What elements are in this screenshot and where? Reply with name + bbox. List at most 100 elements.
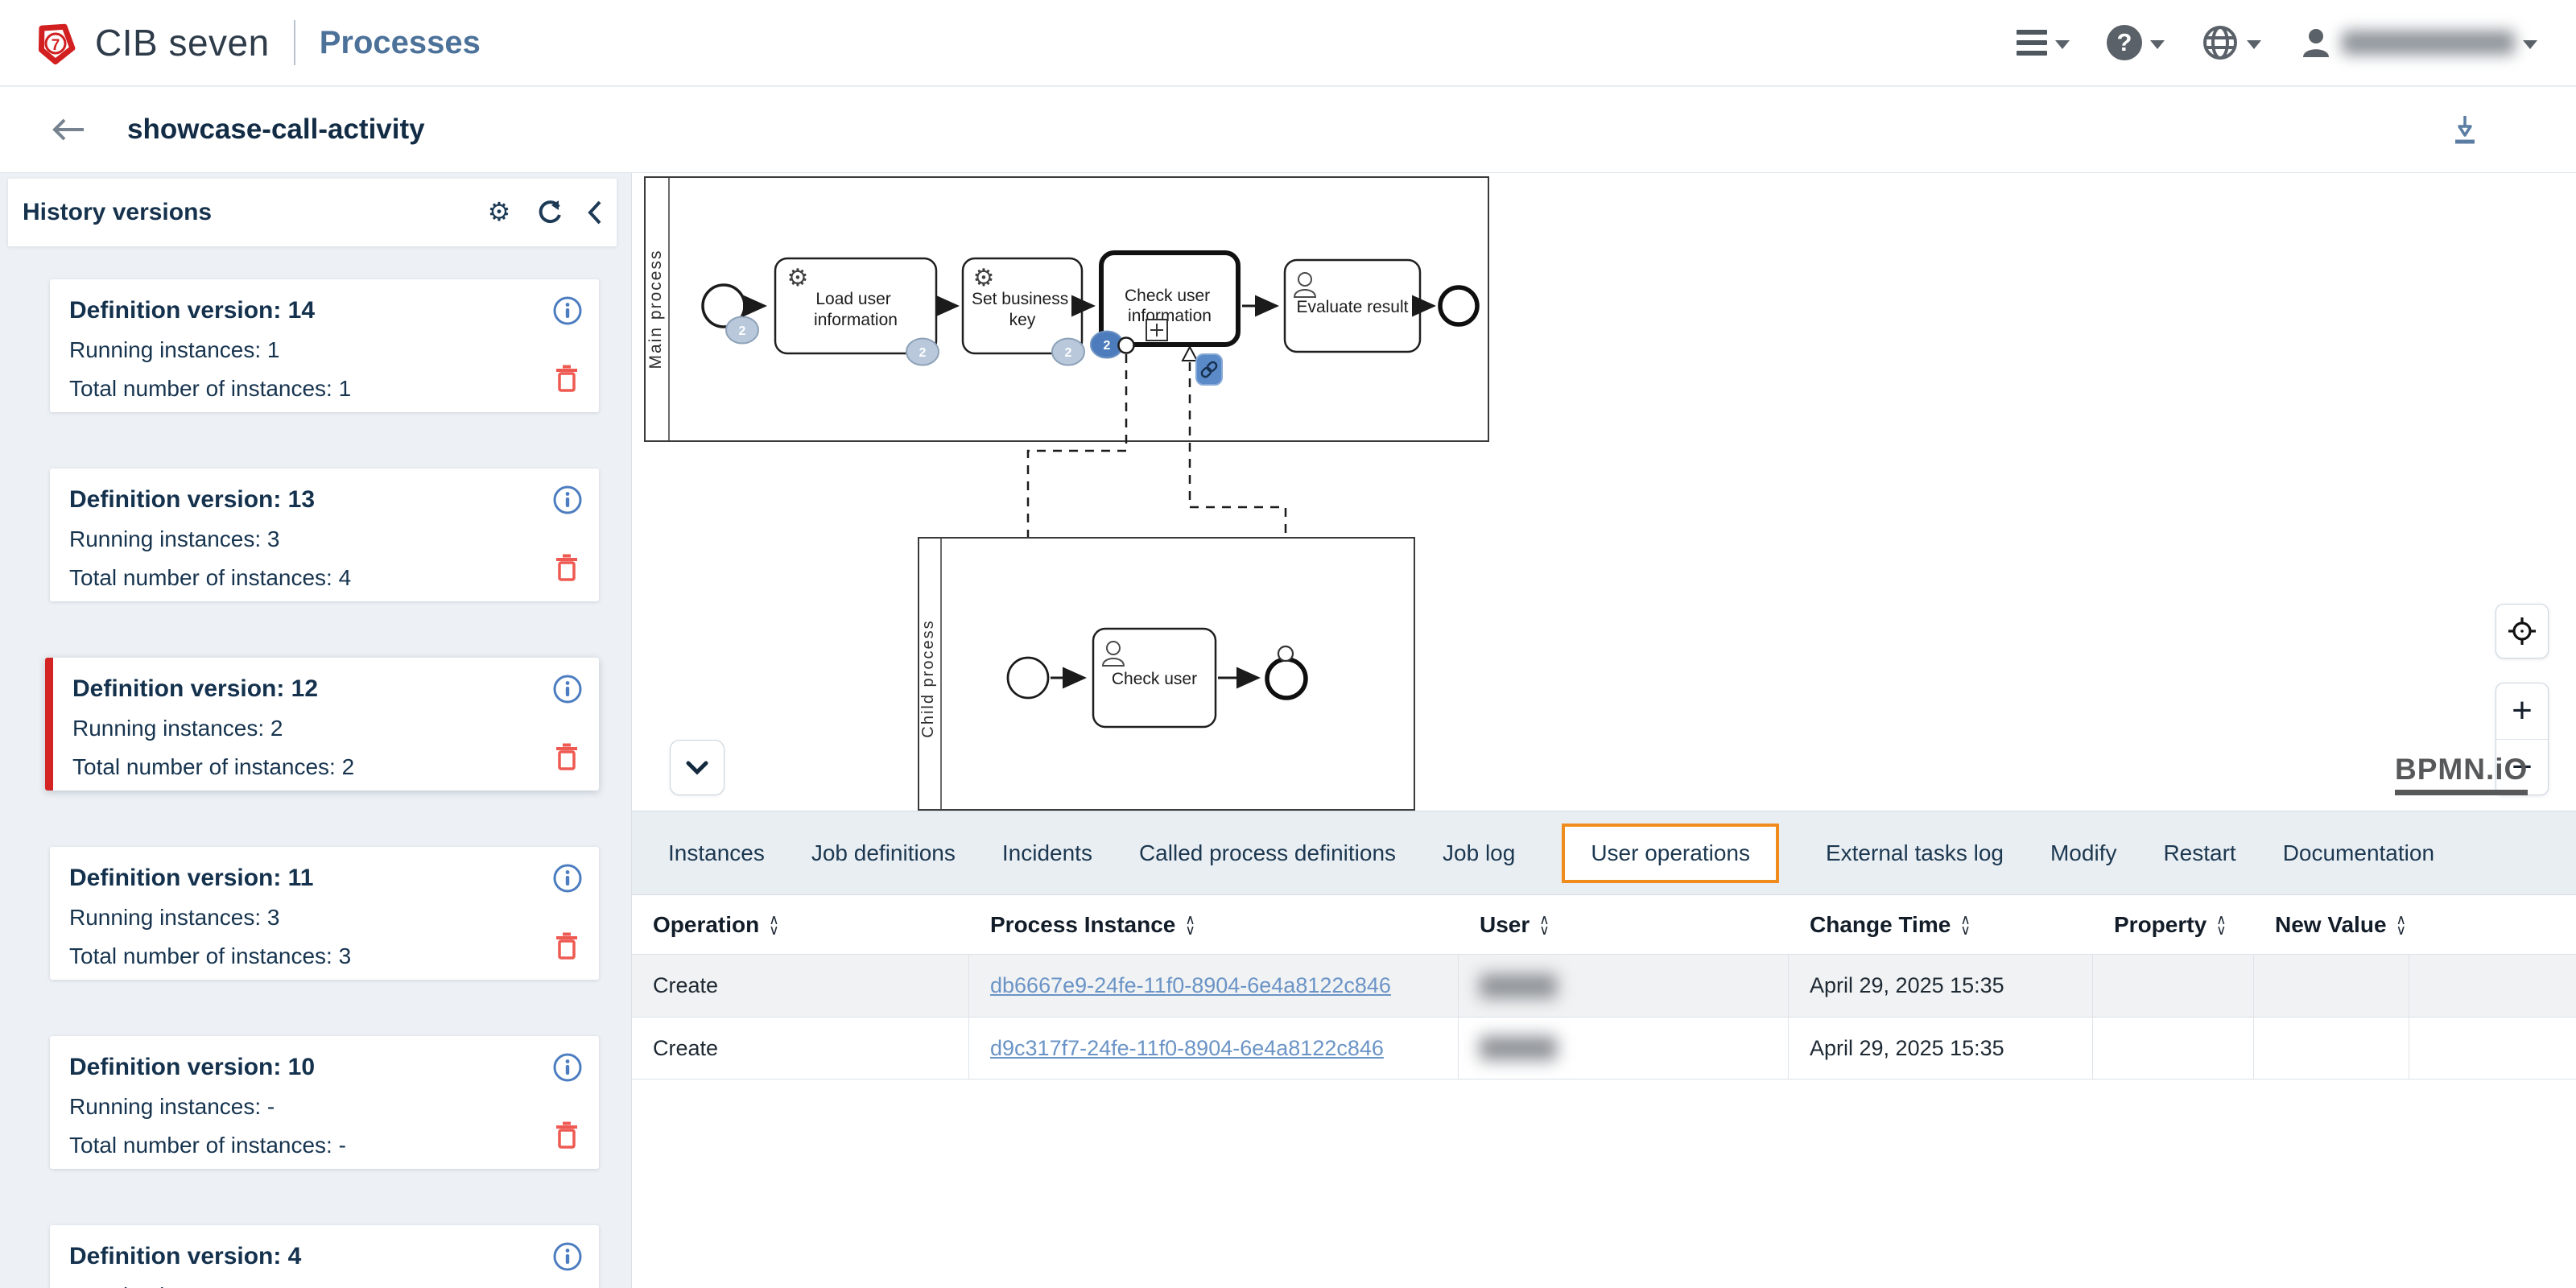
refresh-icon[interactable] (536, 198, 564, 227)
back-button[interactable] (50, 116, 87, 143)
svg-text:Evaluate result: Evaluate result (1297, 298, 1409, 316)
version-title: Definition version: 4 (69, 1243, 302, 1269)
anchor-dot (1117, 336, 1135, 354)
tab-external-tasks-log[interactable]: External tasks log (1825, 840, 2004, 865)
collapse-sidebar-icon[interactable] (586, 199, 604, 226)
version-title: Definition version: 11 (69, 865, 314, 891)
top-actions (2017, 24, 2537, 61)
new-value-cell (2254, 955, 2409, 1017)
task-check-user[interactable]: Check user (1092, 627, 1217, 729)
service-task-gear-icon: ⚙ (787, 265, 809, 291)
tab-user-operations-active[interactable]: User operations (1562, 823, 1779, 883)
filler-cell (2409, 1018, 2576, 1079)
call-activity-link-badge[interactable] (1195, 353, 1223, 386)
tab-job-definitions[interactable]: Job definitions (811, 840, 956, 865)
version-card[interactable]: Definition version: 11 Running instances… (50, 847, 599, 980)
help-menu-button[interactable] (2107, 25, 2165, 60)
sort-icon (2216, 914, 2226, 935)
column-operation[interactable]: Operation (632, 912, 969, 938)
sort-icon (1960, 914, 1970, 935)
user-name-redacted (2342, 31, 2515, 55)
column-user[interactable]: User (1459, 912, 1789, 938)
call-activity-link-down (1026, 354, 1128, 636)
task-load-user-information[interactable]: ⚙ Load user information 2 (774, 257, 939, 366)
service-task-gear-icon: ⚙ (973, 265, 995, 291)
version-card[interactable]: Definition version: 13 Running instances… (50, 469, 599, 601)
running-instances: Running instances: (69, 1283, 580, 1288)
user-task-person-icon (1101, 641, 1125, 667)
running-instances: Running instances: 3 (69, 905, 280, 930)
version-card[interactable]: Definition version: 10 Running instances… (50, 1036, 599, 1169)
bpmn-io-logo[interactable]: BPMN.iO (2395, 753, 2529, 795)
info-icon[interactable] (552, 485, 583, 515)
version-card[interactable]: Definition version: 4 Running instances: (50, 1225, 599, 1288)
tab-documentation[interactable]: Documentation (2282, 840, 2435, 865)
zoom-controls: + − (2496, 683, 2549, 795)
globe-icon (2203, 26, 2237, 60)
chevron-down-icon (2247, 39, 2261, 49)
filler-cell (2409, 955, 2576, 1017)
operation-cell: Create (632, 955, 969, 1017)
column-new-value[interactable]: New Value (2254, 912, 2409, 938)
delete-version-icon[interactable] (554, 742, 580, 771)
info-icon[interactable] (552, 1241, 583, 1272)
tab-instances[interactable]: Instances (668, 840, 765, 865)
call-activity-check-user-information[interactable]: Check user information 2 (1090, 250, 1241, 359)
delete-version-icon[interactable] (554, 364, 580, 393)
breadcrumb-row: showcase-call-activity (0, 87, 2576, 173)
bpmn-diagram: Main process 2 ⚙ Load user information (644, 176, 1489, 811)
download-icon (2455, 116, 2475, 144)
tab-incidents[interactable]: Incidents (1001, 840, 1092, 865)
zoom-out-button[interactable]: − (2512, 746, 2533, 786)
total-instances: Total number of instances: 2 (72, 754, 355, 779)
user-cell (1459, 955, 1789, 1017)
column-change-time[interactable]: Change Time (1789, 912, 2093, 938)
expand-panel-button[interactable] (670, 740, 724, 795)
detail-tabs: Instances Job definitions Incidents Call… (632, 811, 2576, 895)
process-instance-link[interactable]: db6667e9-24fe-11f0-8904-6e4a8122c846 (990, 973, 1391, 997)
sort-icon (1539, 914, 1549, 935)
version-card[interactable]: Definition version: 14 Running instances… (50, 279, 599, 412)
reset-viewport-button[interactable] (2496, 604, 2549, 658)
info-icon[interactable] (552, 295, 583, 326)
user-icon (2303, 29, 2329, 57)
user-menu-button[interactable] (2298, 25, 2537, 60)
column-process-instance[interactable]: Process Instance (969, 912, 1459, 938)
user-cell (1459, 1018, 1789, 1079)
child-end-event[interactable] (1265, 657, 1308, 700)
delete-version-icon[interactable] (554, 553, 580, 582)
bpmn-canvas[interactable]: Main process 2 ⚙ Load user information (632, 173, 2576, 811)
task-evaluate-result[interactable]: Evaluate result (1283, 258, 1422, 353)
info-icon[interactable] (552, 1052, 583, 1083)
info-icon[interactable] (552, 863, 583, 894)
column-property[interactable]: Property (2093, 912, 2254, 938)
language-menu-button[interactable] (2202, 24, 2261, 61)
version-title: Definition version: 14 (69, 297, 316, 324)
arrow-left-icon (52, 118, 84, 141)
version-card-selected[interactable]: Definition version: 12 Running instances… (45, 658, 599, 791)
settings-icon[interactable]: ⚙ (485, 198, 514, 227)
tab-modify[interactable]: Modify (2050, 840, 2117, 865)
version-title: Definition version: 13 (69, 486, 316, 513)
delete-version-icon[interactable] (554, 931, 580, 960)
table-row: Create db6667e9-24fe-11f0-8904-6e4a8122c… (632, 954, 2576, 1017)
delete-version-icon[interactable] (554, 1121, 580, 1150)
main-menu-button[interactable] (2017, 30, 2070, 56)
svg-text:Set business key: Set business key (972, 290, 1073, 329)
info-icon[interactable] (552, 674, 583, 704)
download-diagram-button[interactable] (2450, 114, 2479, 146)
task-set-business-key[interactable]: ⚙ Set business key 2 (961, 257, 1085, 366)
badge-count: 2 (919, 346, 927, 360)
tab-restart[interactable]: Restart (2163, 840, 2236, 865)
svg-text:7: 7 (52, 37, 60, 54)
zoom-in-button[interactable]: + (2496, 683, 2548, 740)
tab-job-log[interactable]: Job log (1443, 840, 1516, 865)
brand[interactable]: 7 CIB seven (32, 19, 270, 66)
end-event[interactable] (1438, 285, 1480, 327)
tab-called-process-definitions[interactable]: Called process definitions (1138, 840, 1397, 865)
process-instance-link[interactable]: d9c317f7-24fe-11f0-8904-6e4a8122c846 (990, 1035, 1384, 1060)
table-header-row: Operation Process Instance User Change T… (632, 895, 2576, 954)
child-start-event[interactable] (1006, 656, 1050, 700)
app-name: Processes (319, 24, 481, 60)
